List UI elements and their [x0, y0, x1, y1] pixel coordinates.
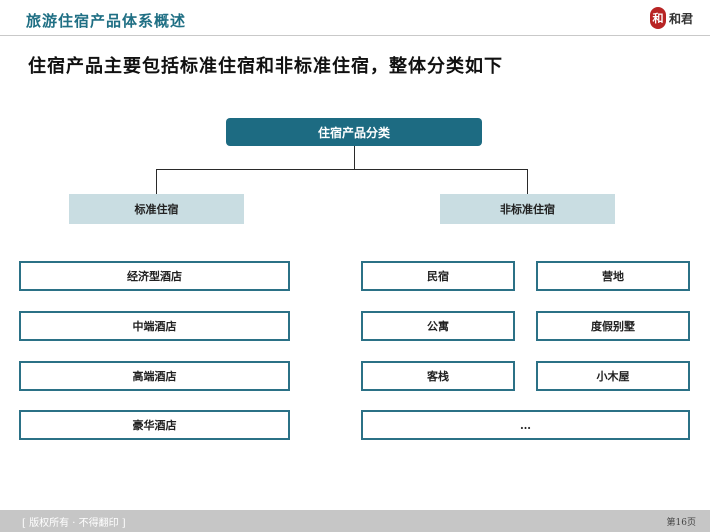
leaf-resort-villa: 度假别墅	[536, 311, 690, 341]
footer-copyright: [ 版权所有 · 不得翻印 ]	[22, 518, 126, 529]
leaf-luxury-hotel: 豪华酒店	[19, 410, 290, 440]
leaf-economy-hotel: 经济型酒店	[19, 261, 290, 291]
logo-text: 和君	[669, 11, 694, 26]
leaf-campsite: 营地	[536, 261, 690, 291]
leaf-upscale-hotel: 高端酒店	[19, 361, 290, 391]
connector-horizontal	[156, 169, 527, 170]
footer-page-number: 第16页	[666, 518, 696, 528]
leaf-log-cabin: 小木屋	[536, 361, 690, 391]
diagram-root-node: 住宿产品分类	[226, 118, 482, 146]
company-logo: 和 和君	[650, 6, 693, 30]
category-standard: 标准住宿	[69, 194, 244, 224]
page-header-title: 旅游住宿产品体系概述	[26, 12, 187, 30]
leaf-inn: 客栈	[361, 361, 515, 391]
leaf-homestay: 民宿	[361, 261, 515, 291]
connector-right-down	[527, 169, 528, 194]
header-divider	[0, 35, 710, 36]
slide-subtitle: 住宿产品主要包括标准住宿和非标准住宿，整体分类如下	[28, 56, 503, 77]
leaf-more-ellipsis: …	[361, 410, 690, 440]
connector-root-down	[354, 146, 355, 170]
logo-seal-icon: 和	[650, 7, 666, 29]
footer-bar: [ 版权所有 · 不得翻印 ] 第16页	[0, 510, 710, 532]
connector-left-down	[156, 169, 157, 194]
category-nonstandard: 非标准住宿	[440, 194, 615, 224]
leaf-midscale-hotel: 中端酒店	[19, 311, 290, 341]
leaf-apartment: 公寓	[361, 311, 515, 341]
